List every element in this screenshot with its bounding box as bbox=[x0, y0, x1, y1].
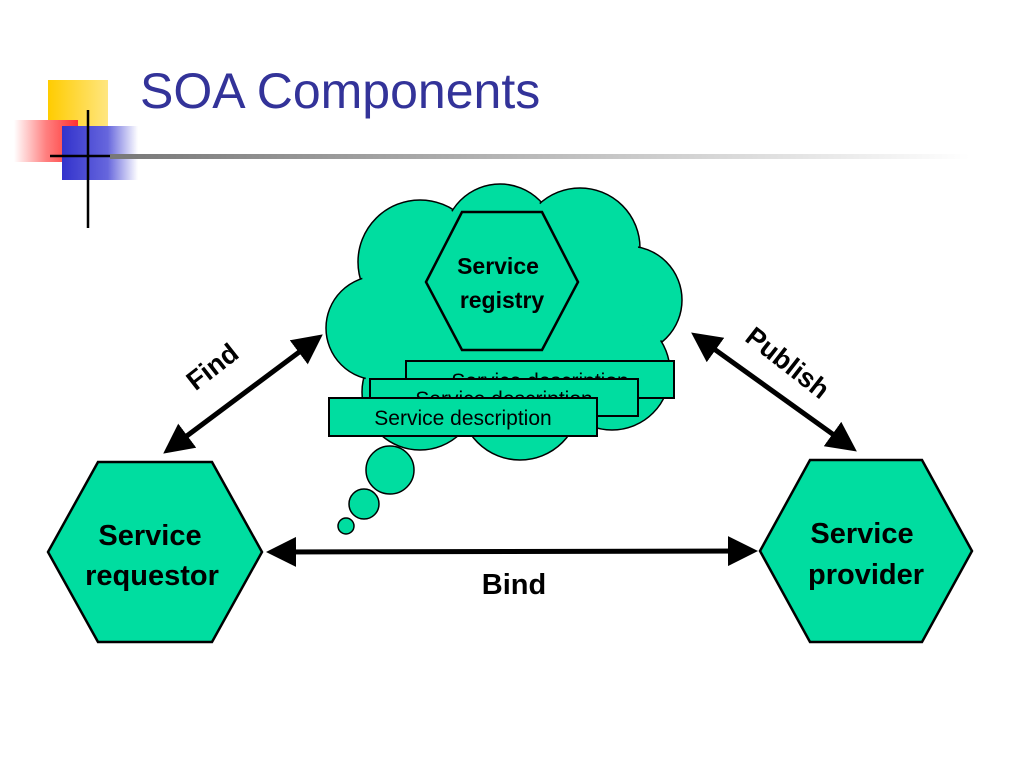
bind-label: Bind bbox=[482, 569, 546, 601]
thought-bubble-small bbox=[337, 517, 355, 535]
service-provider-hexagon bbox=[758, 458, 974, 644]
service-description-card-front: Service description bbox=[328, 397, 598, 437]
find-label: Find bbox=[181, 338, 244, 397]
thought-bubble-large bbox=[365, 445, 415, 495]
publish-label: Publish bbox=[740, 321, 835, 405]
service-requestor-label-line1: Service bbox=[98, 520, 201, 552]
title-underline bbox=[110, 154, 970, 159]
find-arrow bbox=[163, 334, 323, 454]
service-provider-label-line2: provider bbox=[808, 559, 924, 591]
service-registry-label-line1: Service bbox=[457, 253, 539, 279]
bind-arrow bbox=[266, 536, 758, 567]
thought-bubble-medium bbox=[348, 488, 380, 520]
publish-arrow bbox=[691, 332, 857, 452]
service-requestor-hexagon bbox=[46, 460, 264, 644]
slide-title: SOA Components bbox=[140, 63, 541, 119]
service-requestor-label-line2: requestor bbox=[85, 560, 219, 592]
corner-logo-decoration bbox=[14, 80, 138, 228]
service-description-label: Service description bbox=[374, 407, 551, 430]
service-registry-label-line2: registry bbox=[460, 287, 545, 313]
service-provider-label-line1: Service bbox=[810, 518, 913, 550]
service-registry-hexagon bbox=[424, 210, 580, 352]
